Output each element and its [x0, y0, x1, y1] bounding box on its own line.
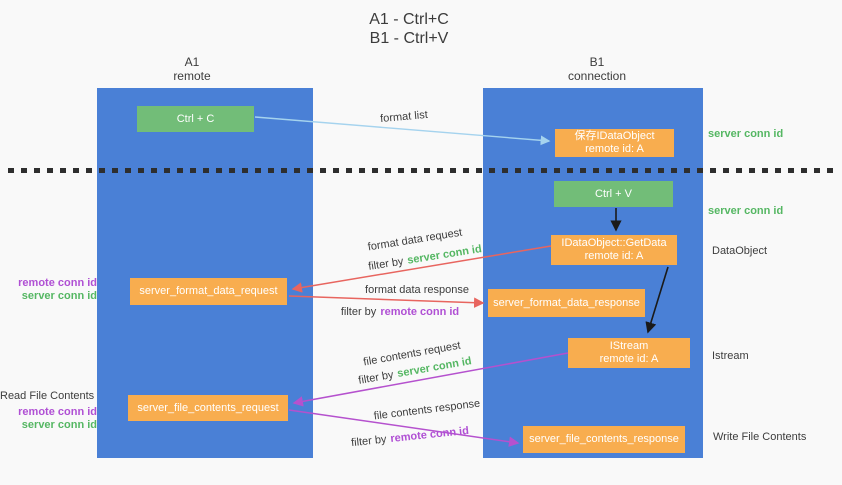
- edge-label-format-data-response: format data response: [365, 284, 469, 296]
- filter-prefix: filter by: [367, 255, 405, 273]
- node-file-response-label: server_file_contents_response: [529, 433, 679, 445]
- node-server-format-data-request: server_format_data_request: [130, 278, 287, 305]
- label-remote-conn-id-mid: remote conn id: [18, 277, 97, 289]
- filter-prefix: filter by: [340, 306, 377, 318]
- node-istream: IStream remote id: A: [568, 338, 690, 368]
- node-istream-line2: remote id: A: [599, 353, 659, 365]
- edge-label-filter-remote-1: filter by remote conn id: [341, 306, 459, 318]
- arrow-format-data-response: [288, 295, 485, 308]
- node-ctrl-v-label: Ctrl + V: [595, 187, 632, 200]
- diagram-title: A1 - Ctrl+C B1 - Ctrl+V: [309, 10, 509, 48]
- label-write-file-contents: Write File Contents: [713, 431, 807, 443]
- filter-value-remote-conn-id: remote conn id: [389, 424, 470, 446]
- node-file-request-label: server_file_contents_request: [137, 401, 279, 414]
- lane-b-name: connection: [567, 69, 627, 83]
- phase-divider: [8, 168, 834, 173]
- label-read-file-contents: Read File Contents: [0, 390, 95, 402]
- label-left-mid: remote conn id server conn id: [0, 277, 97, 303]
- node-format-response-label: server_format_data_response: [493, 296, 640, 309]
- node-getdata-line1: IDataObject::GetData: [561, 237, 667, 249]
- lane-b-header: B1 connection: [542, 55, 652, 83]
- filter-value-remote-conn-id: remote conn id: [380, 306, 460, 318]
- node-ctrl-c-label: Ctrl + C: [176, 112, 215, 125]
- lane-a-header: A1 remote: [137, 55, 247, 83]
- label-dataobject: DataObject: [712, 245, 768, 257]
- filter-prefix: filter by: [350, 433, 388, 450]
- edge-label-format-list-text: format list: [379, 108, 429, 126]
- title-line-2: B1 - Ctrl+V: [369, 30, 449, 47]
- filter-value-server-conn-id: server conn id: [406, 243, 483, 267]
- lane-a-name: remote: [173, 69, 211, 83]
- label-istream: Istream: [712, 350, 749, 362]
- edge-label-file-contents-response-text: file contents response: [373, 397, 481, 423]
- label-server-conn-id-mid: server conn id: [708, 205, 784, 217]
- lane-b-id: B1: [589, 55, 605, 69]
- label-server-conn-id-top: server conn id: [708, 128, 784, 140]
- node-save-idataobject: 保存IDataObject remote id: A: [555, 129, 674, 157]
- label-remote-conn-id-bottom: remote conn id: [18, 406, 97, 418]
- title-line-1: A1 - Ctrl+C: [369, 11, 449, 28]
- label-server-conn-id-left-bottom: server conn id: [21, 419, 97, 431]
- node-getdata-line2: remote id: A: [584, 250, 644, 262]
- node-server-file-contents-request: server_file_contents_request: [128, 395, 288, 421]
- node-save-idataobject-line2: remote id: A: [585, 143, 644, 155]
- node-save-idataobject-line1: 保存IDataObject: [574, 130, 655, 142]
- edge-label-filter-remote-2: filter by remote conn id: [351, 425, 470, 449]
- node-server-file-contents-response: server_file_contents_response: [523, 426, 685, 453]
- node-server-format-data-response: server_format_data_response: [488, 289, 645, 317]
- label-server-conn-id-left-mid: server conn id: [21, 290, 97, 302]
- edge-label-format-list: format list: [380, 109, 429, 125]
- label-left-bottom: remote conn id server conn id: [0, 406, 97, 432]
- node-idataobject-getdata: IDataObject::GetData remote id: A: [551, 235, 677, 265]
- filter-prefix: filter by: [357, 368, 395, 387]
- node-format-request-label: server_format_data_request: [139, 285, 278, 297]
- lane-a-id: A1: [184, 55, 200, 69]
- node-ctrl-c: Ctrl + C: [137, 106, 254, 132]
- edge-label-format-data-response-text: format data response: [365, 284, 469, 296]
- node-istream-line1: IStream: [609, 340, 649, 352]
- node-ctrl-v: Ctrl + V: [554, 181, 673, 207]
- edge-label-file-contents-response: file contents response: [373, 398, 481, 423]
